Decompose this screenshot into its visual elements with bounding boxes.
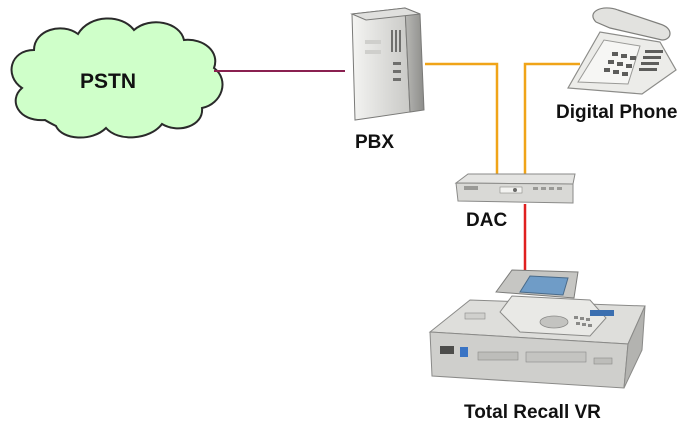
pbx-dac-link <box>425 62 499 178</box>
pbx-server-tower-icon <box>350 7 425 121</box>
dac-adapter-box-icon <box>454 173 576 204</box>
pbx-label: PBX <box>355 132 395 153</box>
digital-phone-label: Digital Phone <box>556 102 678 123</box>
pstn-label: PSTN <box>80 70 137 93</box>
digital-phone-icon <box>567 7 677 95</box>
phone-dac-link <box>523 62 580 178</box>
pstn-cloud-icon <box>10 17 224 139</box>
total-recall-vr-recorder-icon <box>428 269 646 389</box>
dac-label: DAC <box>466 210 508 231</box>
total-recall-vr-label: Total Recall VR <box>464 402 601 423</box>
